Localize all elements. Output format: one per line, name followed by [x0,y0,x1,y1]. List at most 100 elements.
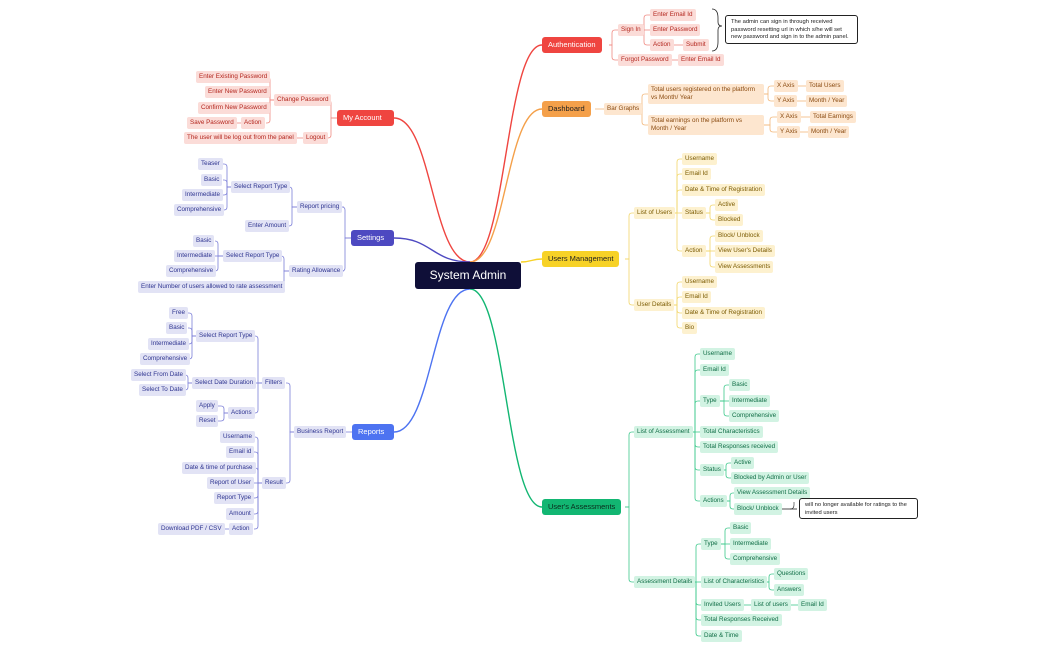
node-amount: Amount [226,508,254,520]
node-date-purchase: Date & time of purchase [182,462,256,474]
node-select-from: Select From Date [131,369,186,381]
l-a5 [640,29,650,46]
node-enter-email: Enter Email Id [650,9,696,21]
l-u4 [706,204,715,214]
l-d5 [764,93,774,102]
node-ra-intermediate: Intermediate [174,250,216,262]
node-rep-comprehensive: Comprehensive [140,353,191,365]
node-enter-new: Enter New Password [205,86,270,98]
node-enter-existing: Enter Existing Password [196,71,271,83]
node-confirm-new: Confirm New Password [198,102,270,114]
l-g10-0 [691,543,701,583]
node-business-report: Business Report [294,426,347,438]
link-users-assessments [469,288,543,508]
l-g5 [721,462,731,471]
node-ua-type: Type [700,395,720,407]
node-graph-users: Total users registered on the platform v… [648,84,764,104]
node-ua-block-unblock: Block/ Unblock [734,503,782,515]
node-settings-intermediate: Intermediate [182,189,224,201]
l-r7-0 [188,312,196,337]
l-g11-2 [721,543,730,560]
node-rep-basic: Basic [166,322,188,334]
l-d6 [764,116,777,126]
node-total-earnings: Total Earnings [810,111,856,123]
node-ma-action: Action [241,117,265,129]
node-forgot-password: Forgot Password [618,54,672,66]
node-ua-status: Status [700,464,724,476]
node-month-year-1: Month / Year [806,95,848,107]
node-um-email: Email Id [682,168,711,180]
l-r7-1 [188,327,196,337]
node-settings-comprehensive: Comprehensive [174,204,225,216]
node-x-axis-1: X Axis [774,80,798,92]
l-r11 [218,412,228,422]
node-rep-email: Email id [226,446,255,458]
node-graph-earnings: Total earnings on the platform vs Month … [648,115,764,135]
node-user-details: User Details [634,299,675,311]
link-reports [393,288,471,433]
l-r6 [254,382,262,414]
node-x-axis-2: X Axis [777,111,801,123]
node-free: Free [169,307,188,319]
node-result: Result [262,477,286,489]
l-g3-0 [690,353,700,433]
node-download: Download PDF / CSV [158,523,225,535]
node-um-action: Action [682,245,706,257]
node-ra-select-type: Select Report Type [223,250,283,262]
node-select-report-type: Select Report Type [231,181,291,193]
link-authentication [469,44,543,263]
node-select-to: Select To Date [139,384,186,396]
node-report-type: Report Type [214,492,255,504]
link-dashboard [469,108,543,263]
node-rep-username: Username [220,431,256,443]
node-ad-date-time: Date & Time [701,630,742,642]
l-g9b [789,502,795,510]
node-um-view-details: View User's Details [715,245,775,257]
node-um-block-unblock: Block/ Unblock [715,230,763,242]
node-settings-basic: Basic [201,174,223,186]
l-g6 [721,469,731,479]
node-ua-username: Username [700,348,736,360]
node-ad-intermediate: Intermediate [730,538,772,550]
l-s1 [341,206,351,239]
l-s3 [288,186,297,208]
branch-dashboard: Dashboard [542,101,591,117]
node-ua-intermediate: Intermediate [729,395,771,407]
node-auth-action: Action [650,39,674,51]
node-ud-bio: Bio [682,322,698,334]
l-r2 [286,382,294,433]
l-g3-1 [690,369,700,433]
l-u2 [625,258,634,306]
node-ad-questions: Questions [774,568,809,580]
l-d2 [638,93,648,110]
link-my-account [393,117,471,263]
node-date-duration: Select Date Duration [192,377,257,389]
node-report-of-user: Report of User [207,477,254,489]
node-total-users: Total Users [806,80,844,92]
node-enter-amount: Enter Amount [245,220,290,232]
node-rep-action: Action [229,523,253,535]
node-forgot-email: Enter Email Id [678,54,724,66]
node-ad-basic: Basic [730,522,752,534]
node-ad-type: Type [701,538,721,550]
l-u1 [625,212,634,260]
l-s5-0 [223,163,231,188]
node-assessment-details: Assessment Details [634,576,696,588]
l-g13 [764,581,774,591]
l-s5-1 [223,179,231,188]
l-s5-3 [223,186,231,211]
l-u3-0 [674,158,682,214]
node-ad-invited-users: Invited Users [701,599,744,611]
l-u6 [706,235,715,252]
l-a2 [609,44,618,61]
branch-users-management: Users Management [542,251,620,267]
l-g2 [625,506,634,583]
l-u9-1 [672,296,682,306]
l-u9-3 [672,304,682,329]
node-y-axis-2: Y Axis [777,126,801,138]
node-ad-answers: Answers [774,584,805,596]
branch-my-account: My Account [337,110,394,126]
node-filters: Filters [262,377,286,389]
branch-settings: Settings [351,230,394,246]
